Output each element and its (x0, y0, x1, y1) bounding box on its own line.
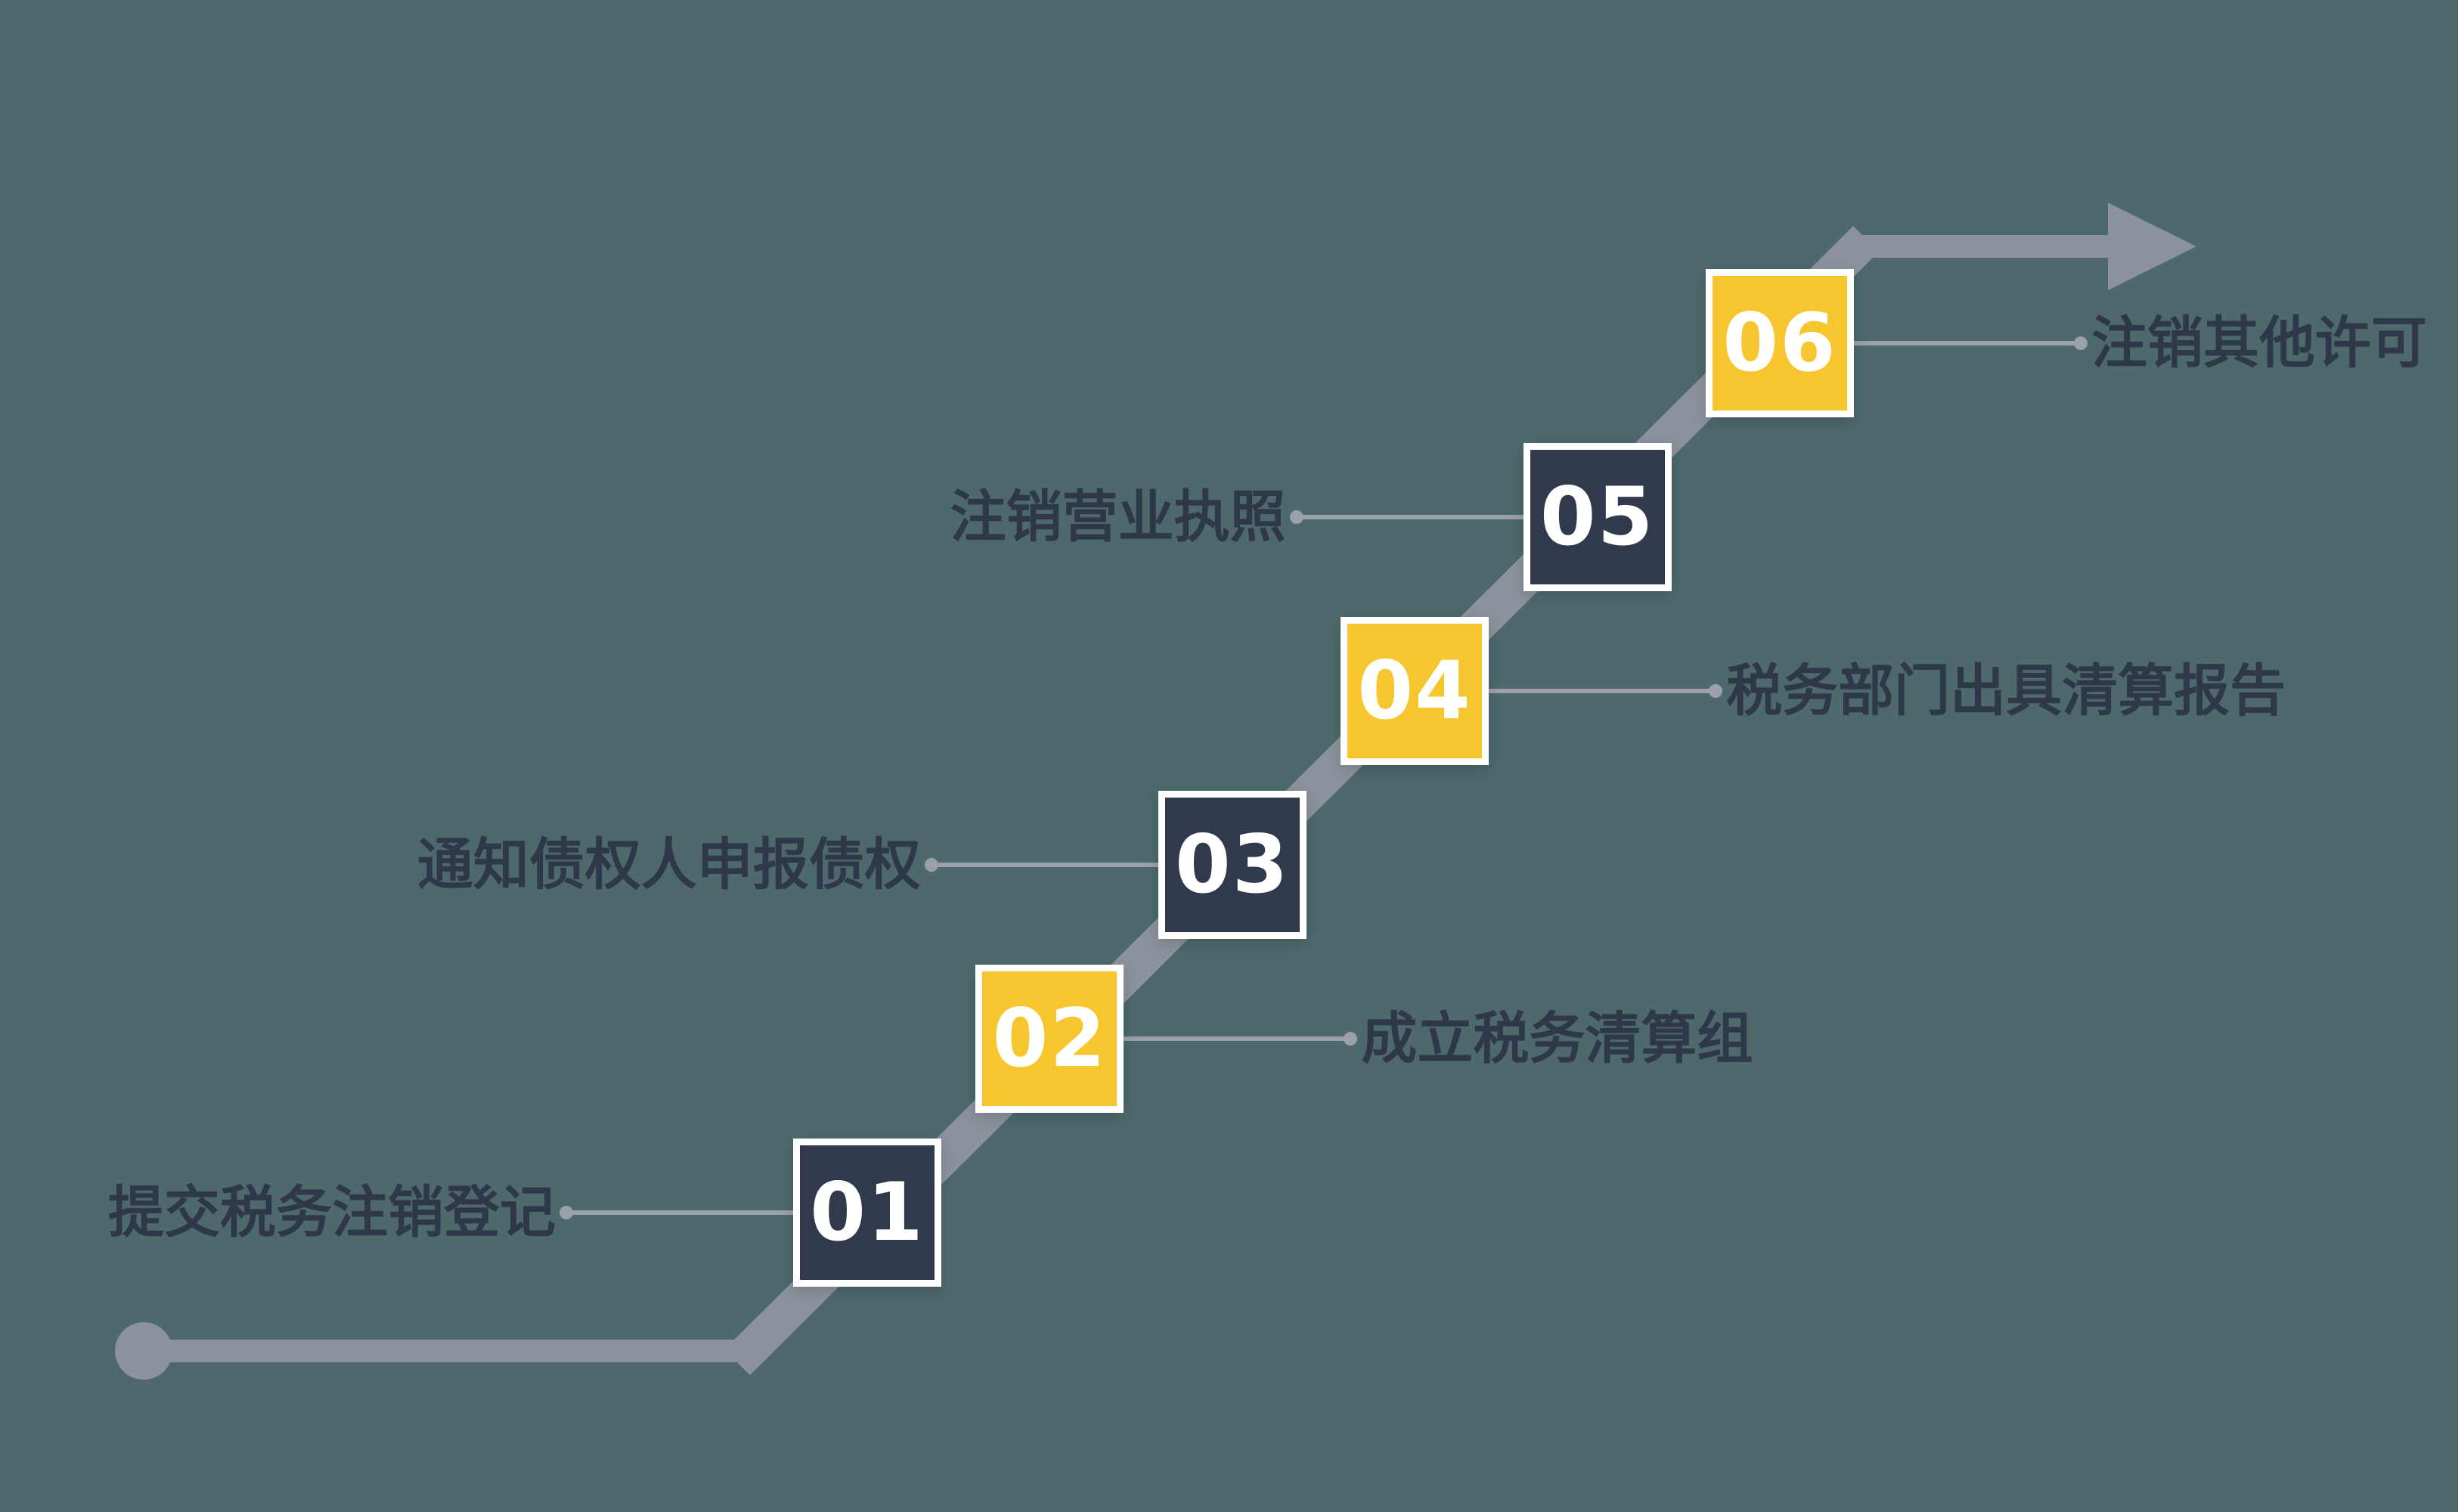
step-box: 01 (793, 1139, 941, 1287)
step-number: 04 (1357, 644, 1472, 737)
step-number: 06 (1722, 296, 1837, 389)
connector-dot (1709, 684, 1723, 698)
step-box: 04 (1341, 617, 1489, 765)
step-connector (1124, 1036, 1351, 1041)
connector-dot (559, 1206, 573, 1219)
flow-arrowhead-icon (2108, 203, 2196, 290)
step-box: 02 (975, 965, 1124, 1113)
step-connector (1854, 341, 2081, 345)
step-label: 通知债权人申报债权 (417, 832, 921, 897)
step-box: 03 (1158, 791, 1306, 939)
step-label: 注销营业执照 (950, 485, 1286, 550)
step-box: 05 (1523, 443, 1672, 591)
connector-dot (2074, 336, 2088, 350)
connector-dot (1344, 1032, 1358, 1046)
step-number: 03 (1175, 818, 1290, 911)
step-connector (1296, 515, 1523, 519)
step-number: 01 (810, 1166, 925, 1259)
step-label: 税务部门出具清算报告 (1726, 658, 2286, 723)
step-number: 02 (992, 992, 1108, 1085)
step-number: 05 (1539, 470, 1655, 563)
step-connector (1489, 689, 1716, 693)
step-label: 注销其他许可 (2091, 311, 2427, 376)
step-connector (931, 863, 1158, 867)
step-label: 成立税务清算组 (1361, 1006, 1753, 1071)
step-label: 提交税务注销登记 (108, 1180, 556, 1245)
connector-dot (1289, 510, 1303, 524)
step-box: 06 (1706, 269, 1854, 417)
connector-dot (924, 858, 938, 872)
step-connector (566, 1210, 793, 1215)
